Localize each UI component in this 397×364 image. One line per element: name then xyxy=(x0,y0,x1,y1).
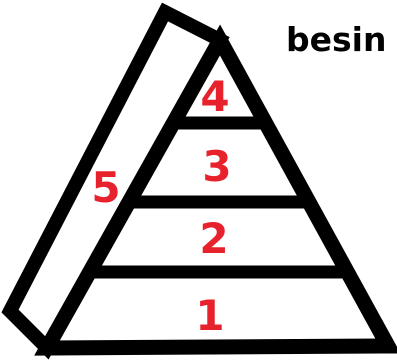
level-label-4: 4 xyxy=(200,72,229,121)
level-label-2: 2 xyxy=(199,214,228,263)
level-label-1: 1 xyxy=(195,291,224,340)
diagram-title: besin p xyxy=(286,20,397,59)
level-label-5: 5 xyxy=(91,163,120,212)
level-label-3: 3 xyxy=(202,142,231,191)
